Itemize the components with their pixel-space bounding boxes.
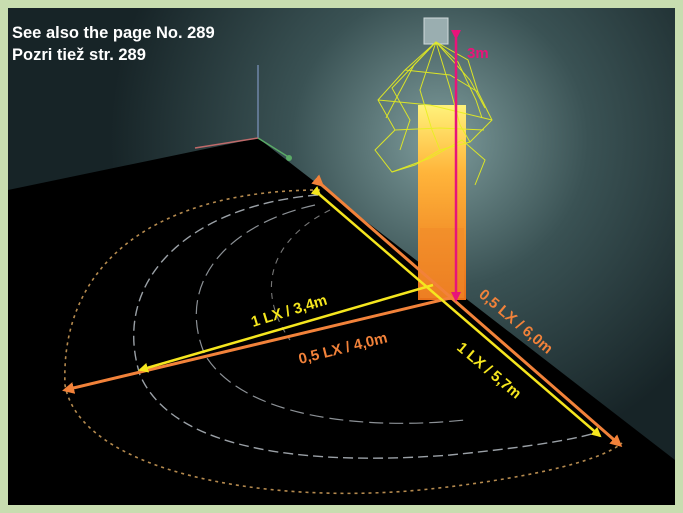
axis-gizmo-icon xyxy=(194,65,292,161)
contour-0-5lx-outer xyxy=(64,189,623,495)
height-label: 3m xyxy=(467,45,489,62)
light-distribution-wireframe-icon xyxy=(374,41,493,186)
arrow-1lx-short xyxy=(138,283,434,373)
page-reference-note: See also the page No. 289 Pozri tiež str… xyxy=(12,22,215,66)
contour-1lx-middle xyxy=(133,194,599,459)
arrow-1lx-long xyxy=(310,185,602,438)
note-line-english: See also the page No. 289 xyxy=(12,24,215,42)
lamp-head-icon xyxy=(423,17,449,45)
note-line-slovak: Pozri tiež str. 289 xyxy=(12,46,146,64)
